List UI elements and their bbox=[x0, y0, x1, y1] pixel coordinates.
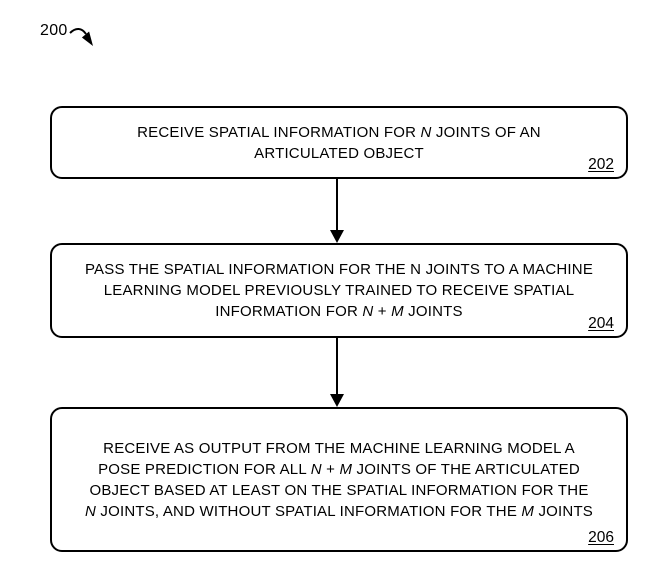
flow-arrow-202-to-204 bbox=[330, 179, 344, 243]
text-line: POSE PREDICTION FOR ALL N + M JOINTS OF … bbox=[85, 459, 593, 480]
text-segment: ARTICULATED OBJECT bbox=[254, 144, 424, 162]
text-segment: RECEIVE AS OUTPUT FROM THE MACHINE LEARN… bbox=[103, 439, 575, 457]
text-line: OBJECT BASED AT LEAST ON THE SPATIAL INF… bbox=[85, 480, 593, 501]
text-segment: + bbox=[321, 460, 340, 478]
text-segment: INFORMATION FOR bbox=[215, 303, 363, 320]
text-line: RECEIVE SPATIAL INFORMATION FOR N JOINTS… bbox=[137, 122, 541, 143]
text-line: RECEIVE AS OUTPUT FROM THE MACHINE LEARN… bbox=[85, 438, 593, 459]
text-segment: JOINTS OF AN bbox=[431, 123, 541, 141]
flow-step-box-204: PASS THE SPATIAL INFORMATION FOR THE N J… bbox=[50, 243, 628, 338]
text-segment: JOINTS bbox=[534, 502, 594, 520]
flow-step-box-202: RECEIVE SPATIAL INFORMATION FOR N JOINTS… bbox=[50, 106, 628, 179]
text-line: ARTICULATED OBJECT bbox=[137, 143, 541, 164]
variable-n: N bbox=[362, 303, 374, 320]
step-reference-number-206: 206 bbox=[588, 529, 614, 546]
text-segment: JOINTS OF THE ARTICULATED bbox=[352, 460, 580, 478]
variable-m: M bbox=[391, 303, 404, 320]
figure-number: 200 bbox=[40, 22, 68, 39]
text-segment: JOINTS bbox=[403, 303, 463, 320]
step-reference-number-204: 204 bbox=[588, 315, 614, 332]
arrow-stem bbox=[336, 338, 338, 394]
flow-arrow-204-to-206 bbox=[330, 338, 344, 407]
flow-step-box-206: RECEIVE AS OUTPUT FROM THE MACHINE LEARN… bbox=[50, 407, 628, 552]
arrow-stem bbox=[336, 179, 338, 230]
text-segment: + bbox=[373, 303, 392, 320]
text-segment: PASS THE SPATIAL INFORMATION FOR THE N J… bbox=[84, 261, 594, 278]
figure-leader-arrow-icon bbox=[68, 28, 93, 46]
text-segment: OBJECT BASED AT LEAST ON THE SPATIAL INF… bbox=[89, 481, 589, 499]
variable-n: N bbox=[420, 123, 432, 141]
variable-m: M bbox=[521, 502, 535, 520]
flow-step-206-text: RECEIVE AS OUTPUT FROM THE MACHINE LEARN… bbox=[77, 438, 601, 522]
text-line: LEARNING MODEL PREVIOUSLY TRAINED TO REC… bbox=[85, 280, 593, 301]
arrow-down-head-icon bbox=[330, 394, 344, 407]
figure-number-label: 200 bbox=[40, 22, 99, 52]
flow-step-204-text: PASS THE SPATIAL INFORMATION FOR THE N J… bbox=[77, 259, 601, 322]
arrow-down-head-icon bbox=[330, 230, 344, 243]
variable-m: M bbox=[339, 460, 353, 478]
text-segment: POSE PREDICTION FOR ALL bbox=[98, 460, 311, 478]
text-segment: JOINTS, AND WITHOUT SPATIAL INFORMATION … bbox=[96, 502, 522, 520]
variable-n: N bbox=[84, 502, 97, 520]
step-reference-number-202: 202 bbox=[588, 156, 614, 173]
text-segment: RECEIVE SPATIAL INFORMATION FOR bbox=[137, 123, 421, 141]
text-line: INFORMATION FOR N + M JOINTS bbox=[85, 301, 593, 322]
flow-step-202-text: RECEIVE SPATIAL INFORMATION FOR N JOINTS… bbox=[129, 122, 549, 164]
variable-n: N bbox=[310, 460, 322, 478]
text-line: PASS THE SPATIAL INFORMATION FOR THE N J… bbox=[85, 259, 593, 280]
text-line: N JOINTS, AND WITHOUT SPATIAL INFORMATIO… bbox=[85, 501, 593, 522]
text-segment: LEARNING MODEL PREVIOUSLY TRAINED TO REC… bbox=[103, 282, 575, 299]
